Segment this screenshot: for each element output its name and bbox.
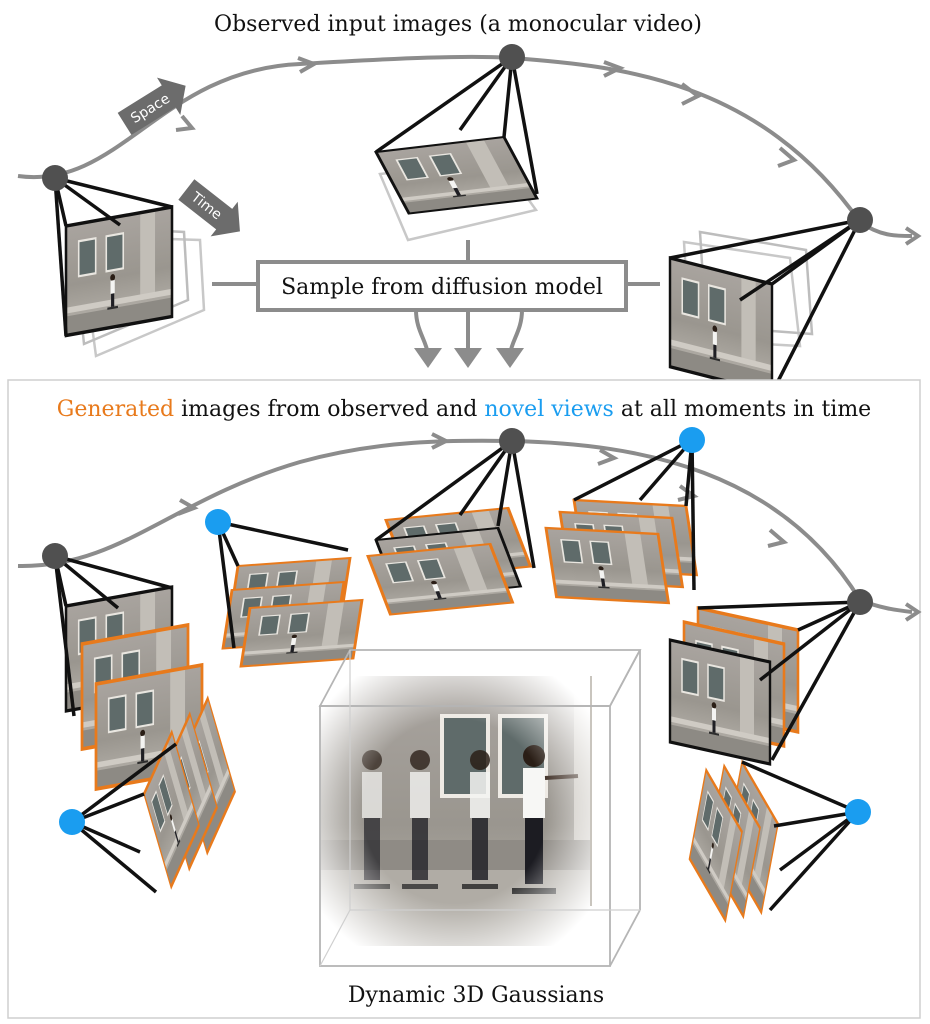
path-end-arrow xyxy=(904,226,922,246)
path-chevron xyxy=(431,432,451,450)
novel-camera-1 xyxy=(205,509,364,668)
observed-frame-middle xyxy=(373,135,540,215)
observed-camera-middle xyxy=(373,44,540,242)
novel-camera-dot xyxy=(205,509,231,535)
path-chevron xyxy=(177,498,199,516)
novel-camera-dot xyxy=(59,809,85,835)
cube-label: Dynamic 3D Gaussians xyxy=(348,983,604,1008)
generated-stack-right xyxy=(668,589,873,766)
gaussian-cube xyxy=(318,649,642,967)
novel-camera-dot xyxy=(679,427,705,453)
observed-camera-right xyxy=(668,207,873,395)
path-end-arrow xyxy=(904,602,922,622)
path-chevron xyxy=(175,114,196,132)
space-arrow: Space xyxy=(117,77,186,135)
generated-stack-middle xyxy=(366,428,536,616)
observed-camera-dot xyxy=(847,207,873,233)
observed-camera-dot xyxy=(499,428,525,454)
observed-camera-left xyxy=(42,165,206,358)
caption-generated: Generated xyxy=(57,397,174,422)
novel-camera-4 xyxy=(688,759,871,924)
observed-camera-dot xyxy=(42,165,68,191)
path-chevron xyxy=(603,60,625,78)
caption-end: at all moments in time xyxy=(614,397,871,422)
path-chevron xyxy=(597,448,619,466)
observed-camera-dot xyxy=(847,589,873,615)
caption-middle: images from observed and xyxy=(174,397,484,422)
path-chevron xyxy=(680,82,702,106)
novel-camera-3 xyxy=(59,695,237,894)
sample-box-label: Sample from diffusion model xyxy=(281,275,603,300)
observed-camera-dot xyxy=(42,543,68,569)
cube-scene xyxy=(320,676,592,946)
observed-camera-dot xyxy=(499,44,525,70)
path-chevron xyxy=(297,56,319,74)
observed-frame-right xyxy=(668,255,774,395)
sample-box: Sample from diffusion model xyxy=(212,240,660,368)
novel-camera-2 xyxy=(544,427,705,605)
path-chevron xyxy=(767,528,789,548)
generated-caption: Generated images from observed and novel… xyxy=(57,397,871,422)
path-chevron xyxy=(777,146,798,168)
caption-novel: novel views xyxy=(484,397,614,422)
observed-frame-left xyxy=(64,205,174,338)
top-title: Observed input images (a monocular video… xyxy=(214,12,702,37)
novel-camera-dot xyxy=(845,799,871,825)
generated-stack-left xyxy=(42,543,204,792)
